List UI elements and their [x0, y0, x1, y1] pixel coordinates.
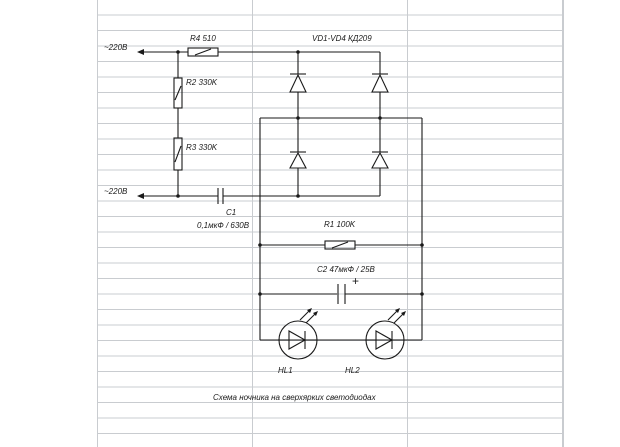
label-hl1: HL1	[278, 366, 293, 375]
label-c1-name: C1	[226, 208, 236, 217]
ac-input-top	[137, 49, 188, 55]
led-hl2	[365, 308, 406, 360]
resistor-r2	[173, 52, 183, 138]
label-ac-bottom: ~220В	[104, 187, 128, 196]
label-c2: C2 47мкФ / 25В	[317, 265, 376, 274]
diagram-caption: Схема ночника на сверхярких светодиодах	[213, 393, 377, 402]
resistor-r4	[187, 47, 380, 57]
led-hl1	[260, 308, 318, 360]
capacitor-c1	[217, 188, 298, 204]
diode-bridge	[260, 52, 422, 198]
label-r4: R4 510	[190, 34, 216, 43]
capacitor-c2	[260, 284, 422, 304]
label-diode-bridge: VD1-VD4 КД209	[312, 34, 372, 43]
label-ac-top: ~220В	[104, 43, 128, 52]
label-c1-value: 0,1мкФ / 630В	[197, 221, 250, 230]
label-c2-plus: +	[352, 274, 359, 288]
arrow-left-icon	[137, 193, 144, 199]
ac-input-bottom	[137, 193, 218, 199]
ruled-paper-background	[97, 0, 564, 447]
dc-rails	[258, 118, 424, 341]
label-r2: R2 330K	[186, 78, 218, 87]
label-r1: R1 100K	[324, 220, 356, 229]
arrow-left-icon	[137, 49, 144, 55]
label-hl2: HL2	[345, 366, 360, 375]
label-r3: R3 330K	[186, 143, 218, 152]
resistor-r1	[260, 240, 422, 250]
resistor-r3	[173, 137, 183, 198]
